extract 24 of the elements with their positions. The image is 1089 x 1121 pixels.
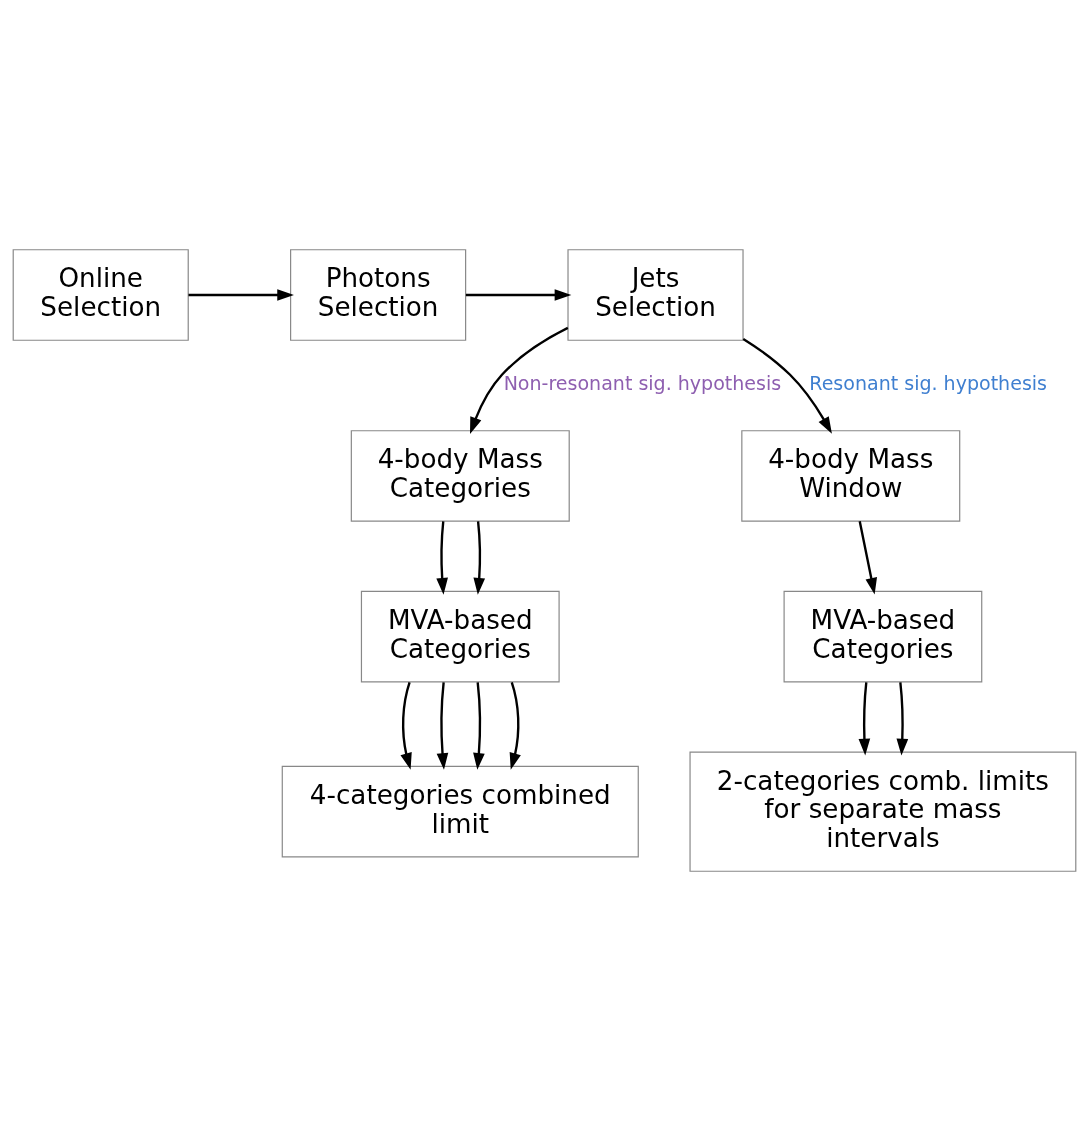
arrow [742, 337, 832, 434]
node-box: 4-body Mass Window [741, 430, 961, 522]
node-box: MVA-based Categories [783, 590, 983, 683]
node-box: Online Selection [12, 249, 189, 341]
edge-label: Resonant sig. hypothesis [809, 372, 1048, 395]
arrow [473, 521, 486, 595]
arrow [188, 289, 294, 301]
arrow [858, 521, 878, 595]
arrow [400, 682, 412, 770]
node-box: Photons Selection [290, 249, 467, 341]
arrow [509, 682, 521, 770]
node-box: 4-categories combined limit [281, 765, 639, 858]
arrow [436, 682, 449, 770]
arrow [436, 521, 448, 595]
node-box: Jets Selection [567, 249, 744, 341]
edge-label: Non-resonant sig. hypothesis [503, 372, 782, 395]
arrow [473, 682, 485, 770]
node-box: MVA-based Categories [360, 590, 560, 683]
node-box: 4-body Mass Categories [350, 430, 570, 522]
arrow [470, 326, 569, 434]
arrow [465, 289, 572, 301]
arrow [858, 682, 871, 756]
node-box: 2-categories comb. limits for separate mass intervals [689, 751, 1077, 872]
arrow [896, 682, 909, 756]
